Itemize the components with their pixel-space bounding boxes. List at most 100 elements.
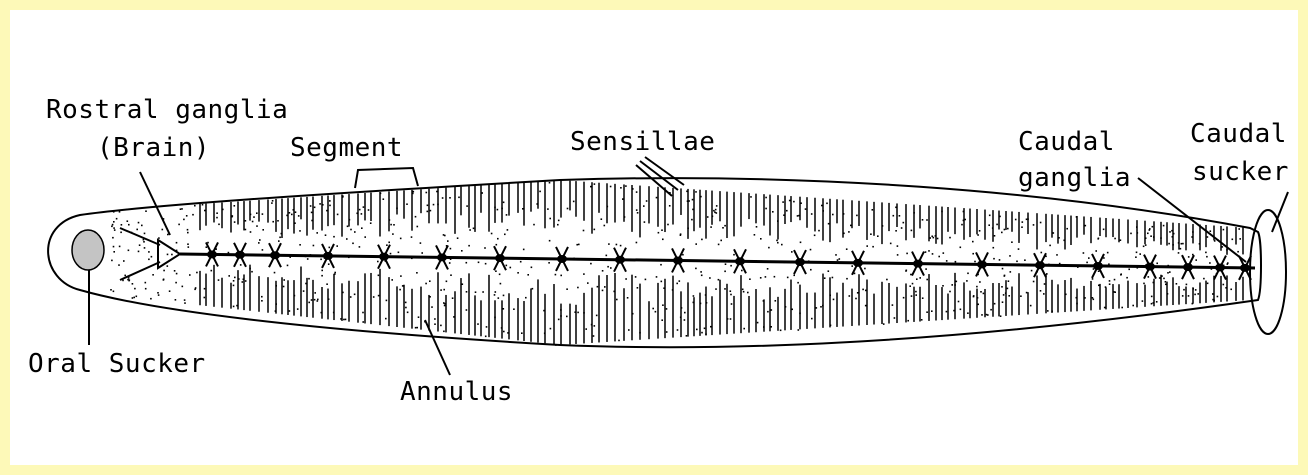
stipple-dot [749,278,751,280]
stipple-dot [549,182,551,184]
stipple-dot [560,315,562,317]
stipple-dot [637,212,639,214]
stipple-dot [855,298,857,300]
stipple-dot [1104,307,1106,309]
stipple-dot [407,312,409,314]
stipple-dot [942,285,944,287]
stipple-dot [1103,229,1105,231]
stipple-dot [175,299,177,301]
stipple-dot [461,250,463,252]
stipple-dot [1098,270,1100,272]
stipple-dot [692,199,694,201]
stipple-dot [444,235,446,237]
stipple-dot [601,218,603,220]
stipple-dot [837,259,839,261]
stipple-dot [1001,286,1003,288]
stipple-dot [800,242,802,244]
stipple-dot [281,233,283,235]
stipple-dot [687,200,689,202]
stipple-dot [1043,293,1045,295]
stipple-dot [1130,233,1132,235]
stipple-dot [466,309,468,311]
stipple-dot [857,292,859,294]
stipple-dot [555,274,557,276]
stipple-dot [120,232,122,234]
stipple-dot [618,340,620,342]
stipple-dot [1076,303,1078,305]
stipple-dot [272,221,274,223]
stipple-dot [613,291,615,293]
stipple-dot [1105,286,1107,288]
stipple-dot [951,284,953,286]
stipple-dot [1180,248,1182,250]
stipple-dot [826,203,828,205]
stipple-dot [566,288,568,290]
stipple-dot [145,288,147,290]
stipple-dot [682,254,684,256]
stipple-dot [643,205,645,207]
stipple-dot [204,288,206,290]
stipple-dot [771,309,773,311]
stipple-dot [1033,281,1035,283]
stipple-dot [763,300,765,302]
stipple-dot [656,197,658,199]
stipple-dot [1153,236,1155,238]
stipple-dot [1020,295,1022,297]
stipple-dot [1197,293,1199,295]
stipple-dot [399,289,401,291]
stipple-dot [145,210,147,212]
stipple-dot [377,261,379,263]
stipple-dot [577,287,579,289]
stipple-dot [416,272,418,274]
stipple-dot [977,304,979,306]
stipple-dot [256,225,258,227]
stipple-dot [906,270,908,272]
stipple-dot [993,258,995,260]
stipple-dot [134,288,136,290]
stipple-dot [320,259,322,261]
stipple-dot [628,329,630,331]
stipple-dot [113,211,115,213]
stipple-dot [1021,226,1023,228]
label-oral-sucker: Oral Sucker [28,350,206,378]
stipple-dot [992,227,994,229]
stipple-dot [616,299,618,301]
stipple-dot [903,297,905,299]
stipple-dot [163,279,165,281]
stipple-dot [433,204,435,206]
stipple-dot [321,270,323,272]
stipple-dot [949,237,951,239]
stipple-dot [882,225,884,227]
stipple-dot [632,313,634,315]
stipple-dot [672,289,674,291]
stipple-dot [743,291,745,293]
stipple-dot [625,278,627,280]
stipple-dot [886,279,888,281]
stipple-dot [298,215,300,217]
stipple-dot [308,302,310,304]
stipple-dot [321,312,323,314]
stipple-dot [772,211,774,213]
stipple-dot [964,219,966,221]
stipple-dot [1031,270,1033,272]
stipple-dot [587,282,589,284]
caudal-ganglia-leader [1138,178,1246,262]
stipple-dot [800,202,802,204]
stipple-dot [202,204,204,206]
stipple-dot [216,212,218,214]
stipple-dot [1053,232,1055,234]
stipple-dot [1136,226,1138,228]
stipple-dot [757,322,759,324]
stipple-dot [866,245,868,247]
stipple-dot [791,251,793,253]
stipple-dot [652,308,654,310]
stipple-dot [1016,261,1018,263]
stipple-dot [398,252,400,254]
stipple-dot [1109,283,1111,285]
stipple-dot [1173,233,1175,235]
stipple-dot [658,232,660,234]
stipple-dot [506,265,508,267]
stipple-dot [1232,239,1234,241]
stipple-dot [979,230,981,232]
